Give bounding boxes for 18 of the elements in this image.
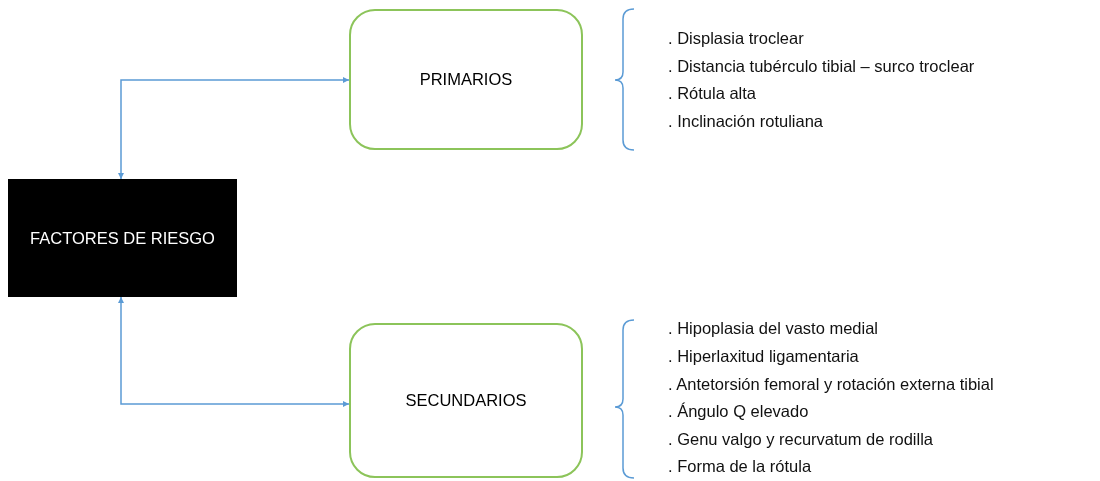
list-item: . Inclinación rotuliana: [668, 111, 823, 131]
list-item: . Genu valgo y recurvatum de rodilla: [668, 429, 934, 449]
category-box: [349, 323, 583, 478]
connector-arrow: [118, 77, 350, 180]
box-label: SECUNDARIOS: [405, 391, 527, 410]
list-item: . Displasia troclear: [668, 28, 804, 48]
risk-factors-box: [8, 179, 237, 297]
list-item: . Forma de la rótula: [668, 456, 812, 476]
box-label: FACTORES DE RIESGO: [30, 228, 215, 248]
connector-arrow: [118, 296, 350, 407]
list-item: . Antetorsión femoral y rotación externa tibial: [668, 374, 994, 394]
list-item: . Distancia tubérculo tibial – surco troclear: [668, 56, 975, 76]
list-item: . Hiperlaxitud ligamentaria: [668, 346, 859, 366]
list-item: . Hipoplasia del vasto medial: [668, 318, 879, 338]
list-item: . Rótula alta: [668, 83, 757, 103]
list-item: . Ángulo Q elevado: [668, 401, 809, 421]
box-label: PRIMARIOS: [419, 70, 513, 89]
category-box: [349, 9, 583, 150]
